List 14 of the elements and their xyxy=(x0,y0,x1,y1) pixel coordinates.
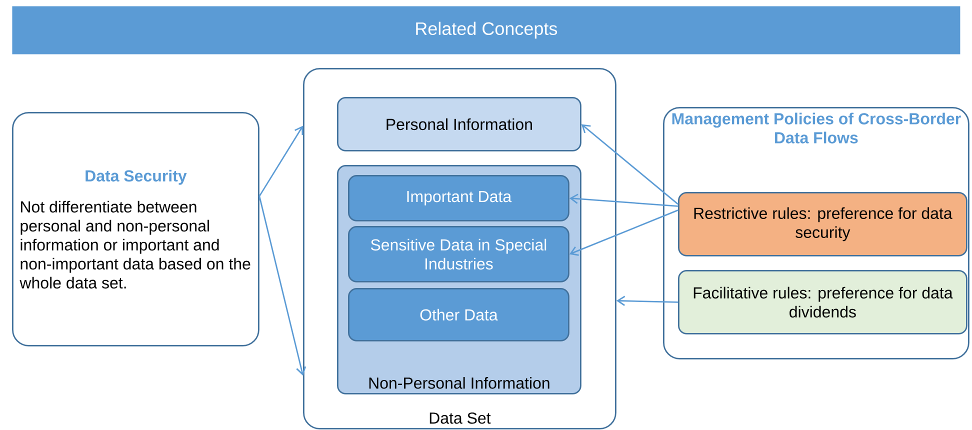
process-box: Sensitive Data in Special Industries xyxy=(348,226,570,282)
arrow xyxy=(581,124,678,205)
process-box: Personal Information xyxy=(337,97,582,152)
arrow xyxy=(258,196,306,376)
process-box: Facilitative rules: preference for data dividends xyxy=(678,270,968,334)
process-box: Other Data xyxy=(348,288,570,342)
arrow xyxy=(258,126,304,197)
process-box: Restrictive rules: preference for data security xyxy=(678,192,968,256)
arrow xyxy=(569,194,678,207)
arrow xyxy=(569,210,678,256)
title-banner: Related Concepts xyxy=(12,6,960,54)
info-box: Data Security Not differentiate between personal and non-personal information or important and non-important data based on the whole data set. xyxy=(12,112,260,346)
process-box: Important Data xyxy=(348,175,570,222)
arrow xyxy=(616,296,678,306)
